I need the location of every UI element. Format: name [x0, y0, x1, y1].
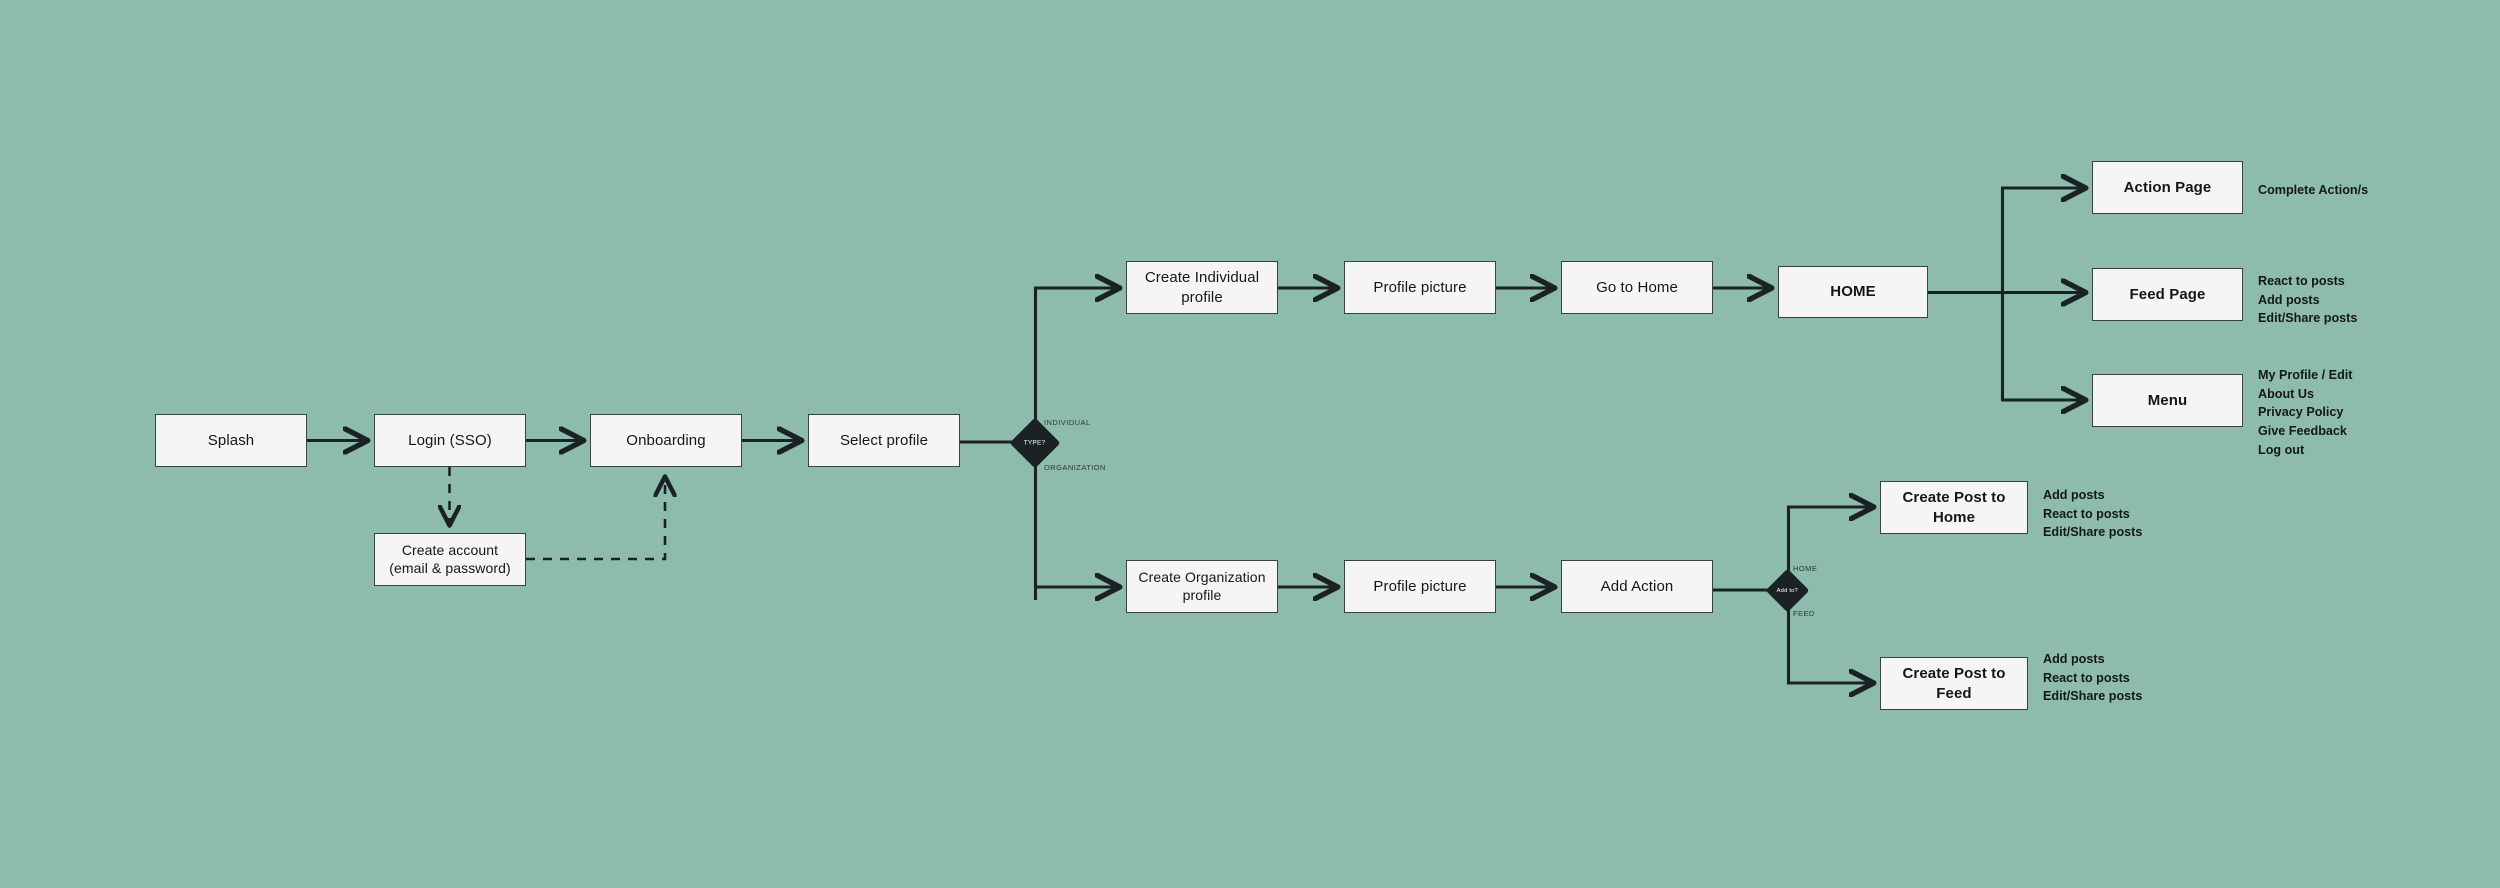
node-create-account[interactable]: Create account (email & password)	[374, 533, 526, 586]
node-label: Menu	[2147, 391, 2188, 409]
node-home[interactable]: HOME	[1778, 266, 1928, 318]
node-label: Go to Home	[1596, 278, 1678, 296]
node-login-sso[interactable]: Login (SSO)	[374, 414, 526, 467]
annotation-menu: My Profile / Edit About Us Privacy Polic…	[2258, 366, 2352, 459]
node-label: Action Page	[2123, 178, 2212, 196]
annotation-line: Add posts	[2043, 488, 2105, 502]
node-profile-picture-organization[interactable]: Profile picture	[1344, 560, 1496, 613]
node-label: Create account (email & password)	[389, 541, 511, 576]
node-label: Create Post to Feed	[1902, 665, 2006, 702]
annotation-line: Edit/Share posts	[2043, 689, 2143, 704]
node-create-post-to-home[interactable]: Create Post to Home	[1880, 481, 2028, 534]
annotation-line: Privacy Policy	[2258, 405, 2344, 420]
node-label: Login (SSO)	[408, 431, 492, 449]
node-add-action[interactable]: Add Action	[1561, 560, 1713, 613]
decision-label: Add to?	[1776, 587, 1799, 594]
node-action-page[interactable]: Action Page	[2092, 161, 2243, 214]
node-label: Onboarding	[626, 431, 706, 449]
node-feed-page[interactable]: Feed Page	[2092, 268, 2243, 321]
node-label: Feed Page	[2129, 285, 2206, 303]
annotation-line: Edit/Share posts	[2258, 311, 2358, 326]
annotation-action-page: Complete Action/s	[2258, 181, 2368, 200]
node-go-to-home[interactable]: Go to Home	[1561, 261, 1713, 314]
node-create-post-to-feed[interactable]: Create Post to Feed	[1880, 657, 2028, 710]
edge-label-organization: ORGANIZATION	[1044, 463, 1106, 472]
node-create-organization-profile[interactable]: Create Organization profile	[1126, 560, 1278, 613]
annotation-feed-page: React to posts Add posts Edit/Share post…	[2258, 272, 2357, 328]
node-label: Create Post to Home	[1902, 489, 2006, 526]
annotation-line: My Profile / Edit	[2258, 368, 2353, 382]
node-select-profile[interactable]: Select profile	[808, 414, 960, 467]
decision-label: TYPE?	[1024, 439, 1046, 447]
decision-add-to[interactable]: Add to?	[1765, 568, 1810, 613]
node-label: Create Organization profile	[1138, 568, 1266, 603]
annotation-line: Add posts	[2258, 292, 2320, 307]
node-label: Create Individual profile	[1144, 269, 1260, 306]
annotation-line: React to posts	[2258, 274, 2345, 288]
edge-label-individual: INDIVIDUAL	[1044, 418, 1091, 427]
annotation-create-post-to-home: Add posts React to posts Edit/Share post…	[2043, 486, 2142, 542]
node-label: Profile picture	[1373, 577, 1467, 595]
node-label: Add Action	[1600, 577, 1674, 595]
annotation-line: About Us	[2258, 386, 2314, 401]
node-onboarding[interactable]: Onboarding	[590, 414, 742, 467]
annotation-line: React to posts	[2043, 670, 2130, 685]
annotation-line: Give Feedback	[2258, 423, 2347, 438]
annotation-line: React to posts	[2043, 506, 2130, 521]
node-label: Profile picture	[1373, 278, 1467, 296]
node-splash[interactable]: Splash	[155, 414, 307, 467]
node-menu[interactable]: Menu	[2092, 374, 2243, 427]
annotation-line: Complete Action/s	[2258, 183, 2369, 197]
annotation-line: Log out	[2258, 442, 2305, 457]
node-label: Select profile	[839, 431, 929, 449]
edge-label-feed: FEED	[1793, 609, 1815, 618]
node-label: HOME	[1830, 283, 1876, 301]
node-profile-picture-individual[interactable]: Profile picture	[1344, 261, 1496, 314]
node-create-individual-profile[interactable]: Create Individual profile	[1126, 261, 1278, 314]
node-label: Splash	[207, 431, 255, 449]
edge-label-home: HOME	[1793, 564, 1818, 573]
annotation-create-post-to-feed: Add posts React to posts Edit/Share post…	[2043, 650, 2142, 706]
annotation-line: Add posts	[2043, 652, 2105, 666]
edge-createaccount-to-onboarding	[526, 478, 665, 561]
annotation-line: Edit/Share posts	[2043, 525, 2143, 540]
